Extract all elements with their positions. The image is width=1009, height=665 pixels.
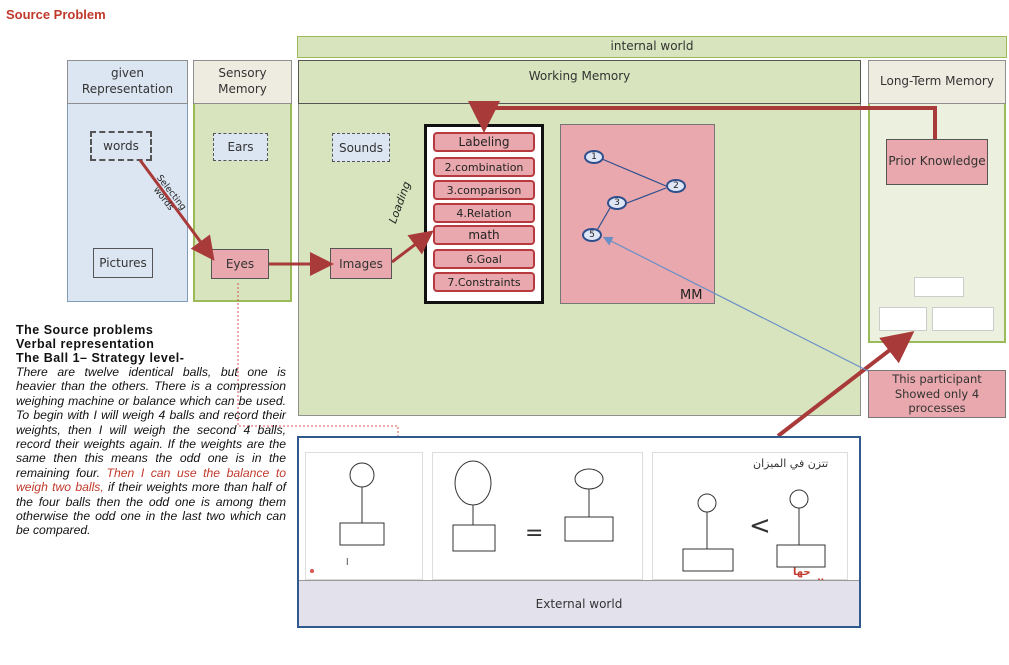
node-5: 5 [582, 228, 602, 242]
step-constraints: 7.Constraints [433, 272, 535, 292]
words-box: words [90, 131, 152, 161]
sounds-box: Sounds [332, 133, 390, 162]
ltm-thumbnail-3 [932, 307, 994, 331]
sensory-memory-header: Sensory Memory [193, 60, 292, 104]
given-representation-label: given Representation [81, 66, 174, 96]
step-comparison: 3.comparison [433, 180, 535, 200]
internal-world-label: internal world [610, 39, 694, 54]
problem-paragraph: There are twelve identical balls, but on… [16, 365, 286, 538]
step-math: math [433, 225, 535, 245]
step-combination: 2.combination [433, 157, 535, 177]
svg-text:ا: ا [346, 558, 349, 568]
images-label: Images [339, 256, 383, 271]
heading-strategy-level: The Ball 1– Strategy level- [16, 351, 185, 365]
prior-knowledge-box: Prior Knowledge [886, 139, 988, 185]
words-label: words [103, 139, 139, 153]
working-memory-label: Working Memory [528, 69, 631, 83]
pictures-box: Pictures [93, 248, 153, 278]
paragraph-highlight: Then I can use the balance to weigh two … [16, 465, 286, 495]
sketch-3: < تتزن في الميزان حها بالرسم [652, 452, 848, 589]
sounds-label: Sounds [338, 140, 384, 155]
note-to-node-arrow [602, 236, 871, 373]
selecting-words-arrow [138, 159, 215, 261]
participant-note-text: This participant Showed only 4 processes [892, 372, 982, 416]
sketch-2: = [432, 452, 643, 580]
sensory-memory-label: Sensory Memory [218, 66, 267, 96]
long-term-memory-header: Long-Term Memory [868, 60, 1006, 104]
images-to-steps-arrow [391, 230, 434, 264]
pictures-label: Pictures [99, 256, 147, 270]
equals-sign: = [525, 521, 544, 546]
given-representation-header: given Representation [67, 60, 188, 104]
node-1: 1 [584, 150, 604, 164]
eyes-box: Eyes [211, 249, 269, 279]
paragraph-part-1: There are twelve identical balls, but on… [16, 365, 286, 480]
step-goal: 6.Goal [433, 249, 535, 269]
external-world-bar: External world [299, 580, 859, 626]
internal-world-bar: internal world [297, 36, 1007, 58]
sketch-1: ا [305, 452, 423, 580]
node-2: 2 [666, 179, 686, 193]
external-to-ltm-arrow [776, 331, 915, 438]
step-labeling: Labeling [433, 132, 535, 152]
problem-description: The Source problems Verbal representatio… [16, 323, 286, 538]
page-title: Source Problem [6, 7, 106, 22]
ltm-thumbnail-2 [879, 307, 927, 331]
eyes-label: Eyes [225, 257, 255, 271]
ears-label: Ears [227, 140, 254, 154]
step-relation: 4.Relation [433, 203, 535, 223]
heading-source-problems: The Source problems [16, 323, 154, 337]
node-graph-lines [595, 158, 667, 233]
less-than-sign: < [749, 511, 771, 541]
paragraph-part-2: if their weights more than half of the f… [16, 480, 286, 538]
sketch-caption-top: تتزن في الميزان [753, 457, 829, 470]
ears-box: Ears [213, 133, 268, 161]
images-box: Images [330, 248, 392, 279]
mm-label: MM [680, 288, 703, 303]
ltm-thumbnail-1 [914, 277, 964, 297]
long-term-memory-label: Long-Term Memory [880, 74, 994, 89]
prior-knowledge-label: Prior Knowledge [888, 154, 986, 169]
heading-verbal-representation: Verbal representation [16, 337, 155, 351]
node-3: 3 [607, 196, 627, 210]
prior-knowledge-arrow [468, 101, 937, 139]
external-world-label: External world [535, 596, 623, 611]
working-memory-header: Working Memory [298, 60, 861, 104]
participant-note: This participant Showed only 4 processes [868, 370, 1006, 418]
